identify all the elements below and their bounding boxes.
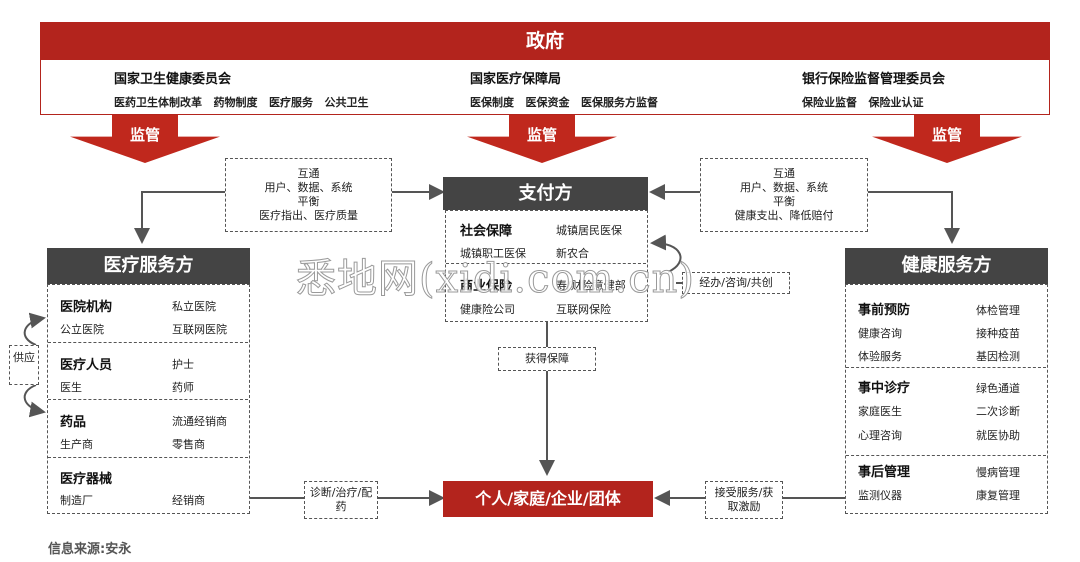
payer-commercial-item: 寿/财险意健部 <box>556 279 626 292</box>
medical-group-hospital: 医院机构 <box>60 300 113 315</box>
health-item: 基因检测 <box>976 350 1020 363</box>
payer-commercial-label: 商业保险 <box>460 279 513 294</box>
receive-label: 接受服务/获取激励 <box>705 481 783 519</box>
org-nhc-name: 国家卫生健康委员会 <box>114 72 232 87</box>
watermark: 悉地网(xidi.com.cn) <box>296 256 695 303</box>
payer-social-item: 城镇居民医保 <box>556 224 622 237</box>
org-cbirc-name: 银行保险监督管理委员会 <box>802 72 946 87</box>
health-divider <box>846 367 1046 368</box>
medical-item: 制造厂 <box>60 494 93 507</box>
medical-item: 医生 <box>60 381 82 394</box>
health-item: 健康咨询 <box>858 327 902 340</box>
medical-box: 医院机构 私立医院 公立医院 互联网医院 医疗人员 护士 医生 药师 药品 流通… <box>47 284 250 514</box>
health-group-treatment: 事中诊疗 <box>858 381 911 396</box>
medical-group-staff: 医疗人员 <box>60 358 113 373</box>
medical-item: 私立医院 <box>172 300 216 313</box>
supply-brace-bottom <box>23 384 46 418</box>
medical-title: 医疗服务方 <box>47 248 250 284</box>
org-cbirc-items: 保险业监督 保险业认证 <box>802 96 924 109</box>
government-title: 政府 <box>40 22 1050 60</box>
health-item: 心理咨询 <box>858 429 902 442</box>
payer-divider <box>446 263 646 264</box>
source-note: 信息来源:安永 <box>48 542 132 557</box>
supply-label: 供应 <box>9 345 39 385</box>
supervise-label-right: 监管 <box>931 126 962 144</box>
payer-box: 社会保障 城镇居民医保 城镇职工医保 新农合 商业保险 寿/财险意健部 健康险公… <box>445 210 648 322</box>
right-exchange-box: 互通 用户、数据、系统 平衡 健康支出、降低赔付 <box>700 158 868 232</box>
health-item: 康复管理 <box>976 489 1020 502</box>
health-item: 监测仪器 <box>858 489 902 502</box>
health-item: 二次诊断 <box>976 405 1020 418</box>
payer-social-item: 城镇职工医保 <box>460 247 526 260</box>
medical-group-drugs: 药品 <box>60 415 87 430</box>
payer-title: 支付方 <box>443 177 648 210</box>
health-item: 体验服务 <box>858 350 902 363</box>
coop-curve <box>650 234 682 273</box>
health-item: 家庭医生 <box>858 405 902 418</box>
health-group-aftercare: 事后管理 <box>858 465 911 480</box>
health-item: 就医协助 <box>976 429 1020 442</box>
health-box: 事前预防 体检管理 健康咨询 接种疫苗 体验服务 基因检测 事中诊疗 绿色通道 … <box>845 284 1048 514</box>
medical-divider <box>48 342 248 343</box>
health-item: 绿色通道 <box>976 382 1020 395</box>
individual-box: 个人/家庭/企业/团体 <box>443 481 653 517</box>
medical-item: 零售商 <box>172 438 205 451</box>
medical-item: 经销商 <box>172 494 205 507</box>
health-divider <box>846 455 1046 456</box>
health-item: 慢病管理 <box>976 466 1020 479</box>
org-nhc-items: 医药卫生体制改革 药物制度 医疗服务 公共卫生 <box>114 96 369 109</box>
payer-social-item: 新农合 <box>556 247 589 260</box>
payer-commercial-item: 互联网保险 <box>556 303 611 316</box>
medical-item: 药师 <box>172 381 194 394</box>
medical-item: 流通经销商 <box>172 415 227 428</box>
payer-commercial-item: 健康险公司 <box>460 303 515 316</box>
payer-social-label: 社会保障 <box>460 224 513 239</box>
line-left-to-medical <box>134 191 225 244</box>
medical-group-devices: 医疗器械 <box>60 472 113 487</box>
health-item: 体检管理 <box>976 304 1020 317</box>
line-right-to-health <box>868 191 960 244</box>
medical-item: 生产商 <box>60 438 93 451</box>
supply-brace-top <box>23 312 46 346</box>
coop-label: 经办/咨询/共创 <box>682 272 790 294</box>
get-protection-label: 获得保障 <box>498 347 596 371</box>
medical-item: 护士 <box>172 358 194 371</box>
health-group-prevention: 事前预防 <box>858 303 911 318</box>
org-nhsa-name: 国家医疗保障局 <box>470 72 562 87</box>
medical-item: 互联网医院 <box>172 323 227 336</box>
diagnosis-label: 诊断/治疗/配药 <box>304 481 378 519</box>
medical-divider <box>48 399 248 400</box>
org-nhsa-items: 医保制度 医保资金 医保服务方监督 <box>470 96 658 109</box>
health-item: 接种疫苗 <box>976 327 1020 340</box>
medical-item: 公立医院 <box>60 323 104 336</box>
medical-divider <box>48 457 248 458</box>
supervise-label-left: 监管 <box>129 126 160 144</box>
health-title: 健康服务方 <box>845 248 1048 284</box>
left-exchange-box: 互通 用户、数据、系统 平衡 医疗指出、医疗质量 <box>225 158 392 232</box>
supervise-label-center: 监管 <box>526 126 557 144</box>
